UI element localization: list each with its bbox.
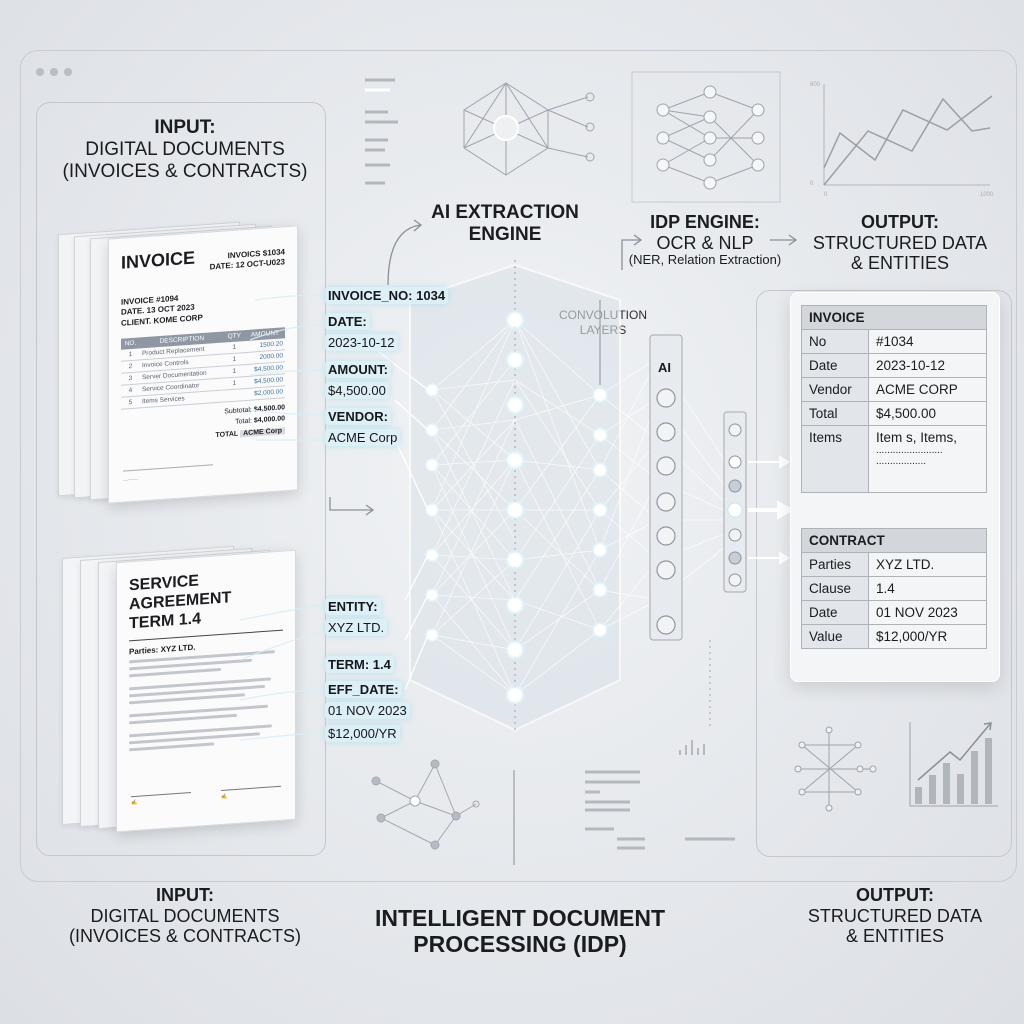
idp-engine-heading: IDP ENGINE: OCR & NLP (NER, Relation Ext…: [628, 212, 782, 268]
window-dot-icon[interactable]: [64, 68, 72, 76]
tag-date-label[interactable]: DATE:: [325, 313, 370, 330]
table-row: No#1034: [801, 329, 987, 354]
window-frame: [20, 50, 1017, 882]
tag-amount-label[interactable]: AMOUNT:: [325, 361, 391, 378]
tag-invoice-no[interactable]: INVOICE_NO: 1034: [325, 287, 449, 304]
ai-engine-heading: AI EXTRACTION ENGINE: [431, 202, 579, 245]
tag-vendor-value[interactable]: ACME Corp: [325, 429, 401, 446]
window-dot-icon[interactable]: [36, 68, 44, 76]
output-arrows: [748, 455, 795, 565]
svg-text:0: 0: [824, 192, 828, 198]
input-panel: [36, 102, 326, 856]
line-chart-icon: [823, 84, 993, 186]
graph-network-icon: [371, 759, 480, 850]
tag-eff-date-value[interactable]: 01 NOV 2023: [325, 702, 410, 719]
main-title: INTELLIGENT DOCUMENT PROCESSING (IDP): [374, 905, 666, 958]
tag-date-value[interactable]: 2023-10-12: [325, 334, 398, 351]
bar-mini-icon: [679, 740, 705, 755]
list-icon: [365, 78, 398, 185]
tag-contract-value[interactable]: $12,000/YR: [325, 725, 400, 742]
tag-term[interactable]: TERM: 1.4: [325, 656, 394, 673]
bottom-output-label: OUTPUT: STRUCTURED DATA & ENTITIES: [807, 885, 983, 947]
bottom-input-label: INPUT: DIGITAL DOCUMENTS (INVOICES & CON…: [68, 885, 301, 947]
tag-entity-label[interactable]: ENTITY:: [325, 598, 381, 615]
svg-text:0: 0: [810, 181, 814, 187]
table-row: Value$12,000/YR: [801, 624, 987, 649]
neural-network-diagram: AI: [409, 260, 795, 732]
output-heading: OUTPUT: STRUCTURED DATA & ENTITIES: [812, 212, 988, 274]
growth-chart-icon: [909, 722, 998, 807]
network-graph-icon: [463, 82, 595, 176]
tag-amount-value[interactable]: $4,500.00: [325, 382, 389, 399]
window-dot-icon[interactable]: [50, 68, 58, 76]
table-row: Total$4,500.00: [801, 401, 987, 426]
window-controls: [36, 68, 72, 76]
convolution-layer-nodes: [590, 385, 610, 640]
data-list-icon: [585, 770, 735, 850]
top-decor-icons: 600 0 0 1000: [365, 71, 994, 203]
tag-eff-date-label[interactable]: EFF_DATE:: [325, 681, 402, 698]
svg-text:AI: AI: [658, 360, 671, 375]
ai-layer-nodes: [656, 388, 676, 635]
neural-net-icon: [631, 71, 781, 203]
svg-text:600: 600: [810, 82, 821, 88]
input-heading: INPUT: DIGITAL DOCUMENTS (INVOICES & CON…: [62, 117, 308, 182]
tag-vendor-label[interactable]: VENDOR:: [325, 408, 391, 425]
network-star-icon: [794, 726, 877, 812]
hidden-layer-nodes: [503, 308, 527, 707]
svg-text:1000: 1000: [980, 192, 994, 198]
output-layer-nodes: [727, 423, 743, 587]
output-panel: [756, 290, 1012, 857]
input-layer-nodes: [423, 381, 441, 644]
tag-entity-value[interactable]: XYZ LTD.: [325, 619, 388, 636]
